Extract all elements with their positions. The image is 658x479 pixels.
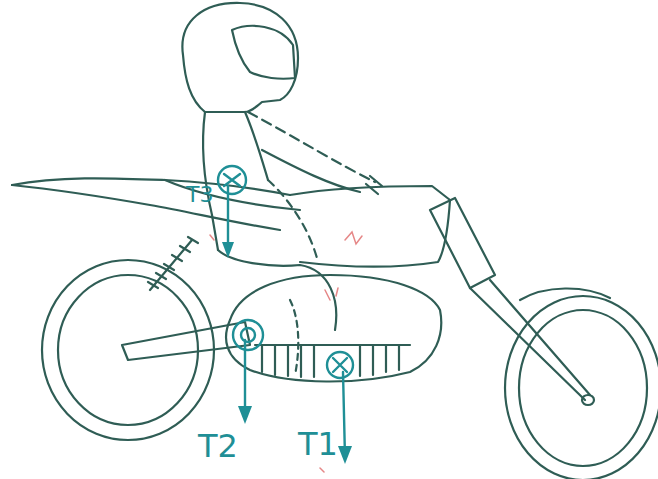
force-label: T1 [298, 428, 338, 460]
force-label: T2 [198, 430, 238, 462]
force-label: T3 [186, 184, 213, 206]
